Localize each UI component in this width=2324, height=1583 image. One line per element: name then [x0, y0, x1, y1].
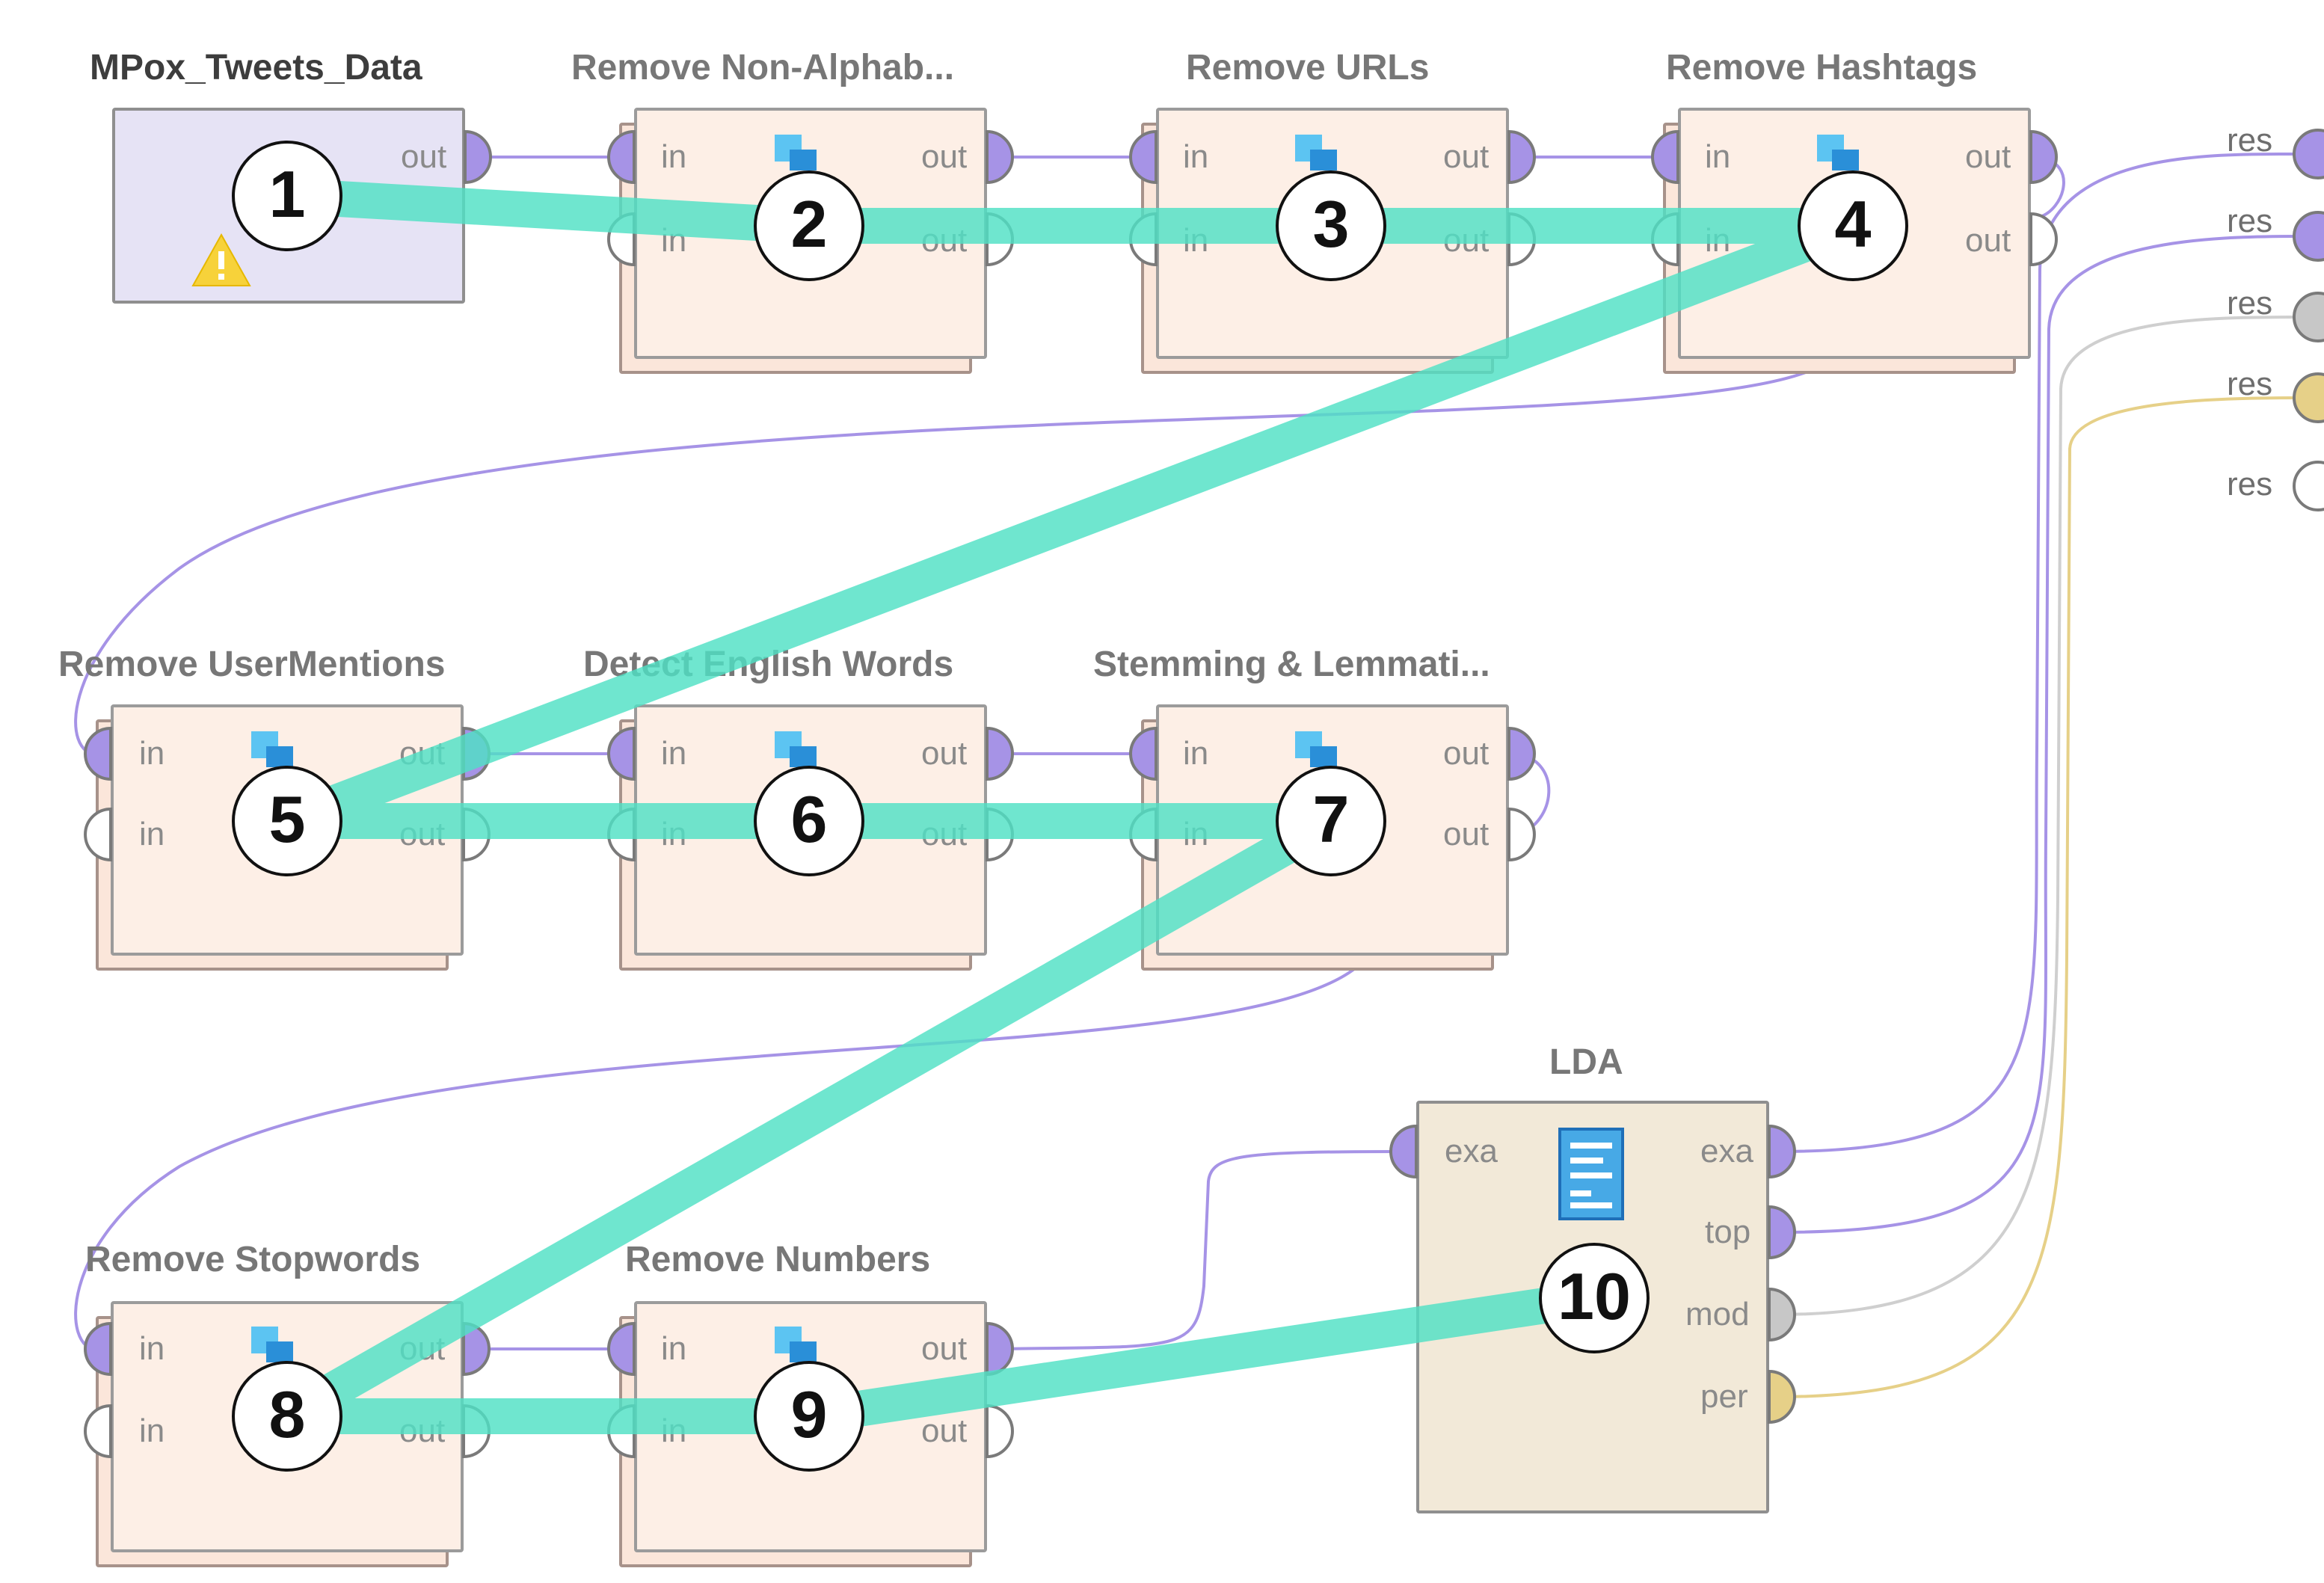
- port-out: [986, 1404, 1014, 1459]
- port-out: [2029, 212, 2058, 267]
- port-in: [1129, 726, 1158, 781]
- wire-7-8: [74, 965, 1359, 1352]
- port-label: in: [1705, 138, 1731, 175]
- operator-title: Remove Numbers: [625, 1240, 931, 1280]
- port-out: [2029, 129, 2058, 185]
- port-in: [84, 1321, 112, 1377]
- port-label: out: [921, 734, 968, 772]
- port-in: [1389, 1124, 1418, 1179]
- nested-operator-icon: [775, 135, 817, 176]
- operator-title: Remove Non-Alphab...: [571, 48, 955, 88]
- port-label: per: [1700, 1377, 1748, 1415]
- step-marker: 10: [1539, 1243, 1650, 1353]
- port-label: out: [1443, 815, 1490, 852]
- port-label: in: [139, 734, 165, 772]
- step-marker: 9: [754, 1361, 864, 1472]
- operator-title: Remove Hashtags: [1666, 48, 1978, 88]
- result-port-label: res: [2227, 202, 2273, 239]
- operator-title: MPox_Tweets_Data: [90, 48, 422, 88]
- port-out: [1768, 1124, 1796, 1179]
- nested-operator-icon: [1295, 731, 1337, 773]
- operator-title: Remove URLs: [1186, 48, 1430, 88]
- port-in: [84, 726, 112, 781]
- result-port: [2293, 372, 2324, 423]
- port-out: [1768, 1369, 1796, 1424]
- port-label: in: [1183, 138, 1209, 175]
- port-label: out: [1965, 221, 2011, 259]
- port-out: [1507, 129, 1536, 185]
- operator-title: Remove Stopwords: [85, 1240, 421, 1280]
- nested-operator-icon: [251, 731, 293, 773]
- result-port-label: res: [2227, 284, 2273, 322]
- step-marker: 8: [232, 1361, 342, 1472]
- port-out: [1768, 1287, 1796, 1342]
- port-label: in: [139, 815, 165, 852]
- wire-lda-per-res: [1776, 396, 2301, 1398]
- step-marker: 2: [754, 170, 864, 281]
- wire-9-10: [995, 1150, 1407, 1350]
- port-in: [84, 807, 112, 862]
- result-port: [2293, 461, 2324, 511]
- port-label: out: [1443, 138, 1490, 175]
- port-out: [464, 129, 492, 185]
- port-label: out: [1443, 734, 1490, 772]
- port-label: out: [401, 138, 447, 175]
- step-marker: 4: [1798, 170, 1908, 281]
- result-port-label: res: [2227, 121, 2273, 159]
- port-in: [1651, 129, 1679, 185]
- wire-4-5: [74, 369, 1810, 757]
- port-in: [607, 129, 636, 185]
- port-label: out: [1965, 138, 2011, 175]
- step-marker: 6: [754, 766, 864, 876]
- port-label: in: [139, 1330, 165, 1367]
- port-label: in: [661, 138, 687, 175]
- port-label: exa: [1445, 1132, 1498, 1169]
- wire-lda-mod-res: [1776, 316, 2301, 1316]
- port-label: top: [1705, 1213, 1751, 1250]
- result-port: [2293, 129, 2324, 179]
- document-icon: [1558, 1128, 1624, 1220]
- result-port: [2293, 211, 2324, 262]
- port-label: out: [921, 1412, 968, 1449]
- port-label: in: [1183, 734, 1209, 772]
- result-port-label: res: [2227, 365, 2273, 402]
- port-in: [84, 1404, 112, 1459]
- nested-operator-icon: [1295, 135, 1337, 176]
- operator-title: LDA: [1549, 1042, 1623, 1083]
- port-label: mod: [1685, 1295, 1750, 1333]
- wire-lda-top-res: [1776, 235, 2301, 1234]
- step-marker: 1: [232, 141, 342, 251]
- port-out: [1507, 807, 1536, 862]
- nested-operator-icon: [775, 1327, 817, 1368]
- port-in: [607, 1321, 636, 1377]
- port-label: in: [661, 1330, 687, 1367]
- port-in: [1129, 129, 1158, 185]
- nested-operator-icon: [775, 731, 817, 773]
- port-out: [1507, 726, 1536, 781]
- port-out: [986, 129, 1014, 185]
- nested-operator-icon: [1817, 135, 1859, 176]
- port-out: [1768, 1205, 1796, 1260]
- port-label: out: [921, 138, 968, 175]
- port-label: in: [661, 734, 687, 772]
- step-marker: 3: [1276, 170, 1386, 281]
- port-label: exa: [1700, 1132, 1753, 1169]
- result-port-label: res: [2227, 465, 2273, 502]
- port-out: [986, 726, 1014, 781]
- wire-lda-exa-res: [1776, 152, 2301, 1153]
- port-label: in: [139, 1412, 165, 1449]
- step-marker: 7: [1276, 766, 1386, 876]
- warning-icon: [191, 233, 251, 286]
- result-port: [2293, 292, 2324, 342]
- operator-title: Remove UserMentions: [58, 645, 446, 685]
- port-in: [607, 726, 636, 781]
- operator-title: Stemming & Lemmati...: [1093, 645, 1490, 685]
- port-label: out: [921, 1330, 968, 1367]
- step-marker: 5: [232, 766, 342, 876]
- nested-operator-icon: [251, 1327, 293, 1368]
